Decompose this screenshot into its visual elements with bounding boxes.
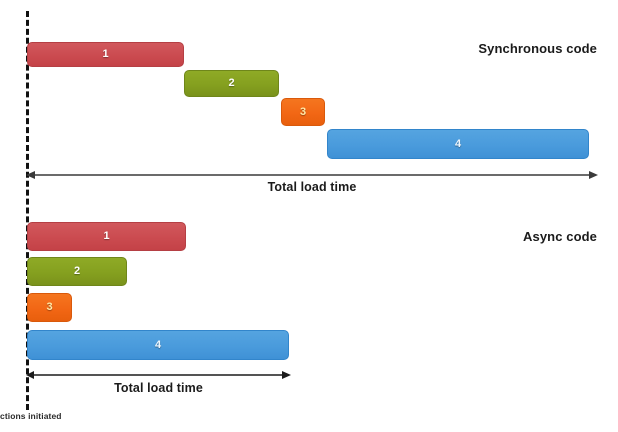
sync-bar-3-label: 3 bbox=[299, 105, 307, 118]
sync-bar-1-label: 1 bbox=[102, 48, 109, 60]
async-total-load-time-caption: Total load time bbox=[114, 381, 203, 395]
async-bar-2-label: 2 bbox=[73, 265, 81, 277]
async-code-label: Async code bbox=[523, 229, 597, 244]
async-bar-1[interactable]: 1 bbox=[27, 222, 186, 251]
sync-bar-3[interactable]: 3 bbox=[281, 98, 325, 126]
sync-total-load-time-caption: Total load time bbox=[267, 180, 357, 194]
async-bar-2[interactable]: 2 bbox=[27, 257, 127, 286]
async-bar-1-label: 1 bbox=[103, 230, 110, 242]
async-bar-3-label: 3 bbox=[46, 301, 53, 313]
sync-bar-4-label: 4 bbox=[454, 137, 462, 150]
async-bar-4-label: 4 bbox=[154, 338, 162, 351]
async-total-load-time-arrow bbox=[26, 368, 291, 382]
sync-bar-2-label: 2 bbox=[228, 77, 235, 89]
sync-bar-4[interactable]: 4 bbox=[327, 129, 589, 159]
sync-bar-2[interactable]: 2 bbox=[184, 70, 279, 97]
sync-total-load-time-arrow bbox=[26, 168, 598, 182]
connections-initiated-note: ctions initiated bbox=[0, 411, 62, 421]
async-bar-4[interactable]: 4 bbox=[27, 330, 289, 360]
synchronous-code-label: Synchronous code bbox=[478, 41, 597, 56]
async-bar-3[interactable]: 3 bbox=[27, 293, 72, 322]
sync-bar-1[interactable]: 1 bbox=[27, 42, 184, 67]
connections-initiated-baseline bbox=[26, 11, 29, 410]
